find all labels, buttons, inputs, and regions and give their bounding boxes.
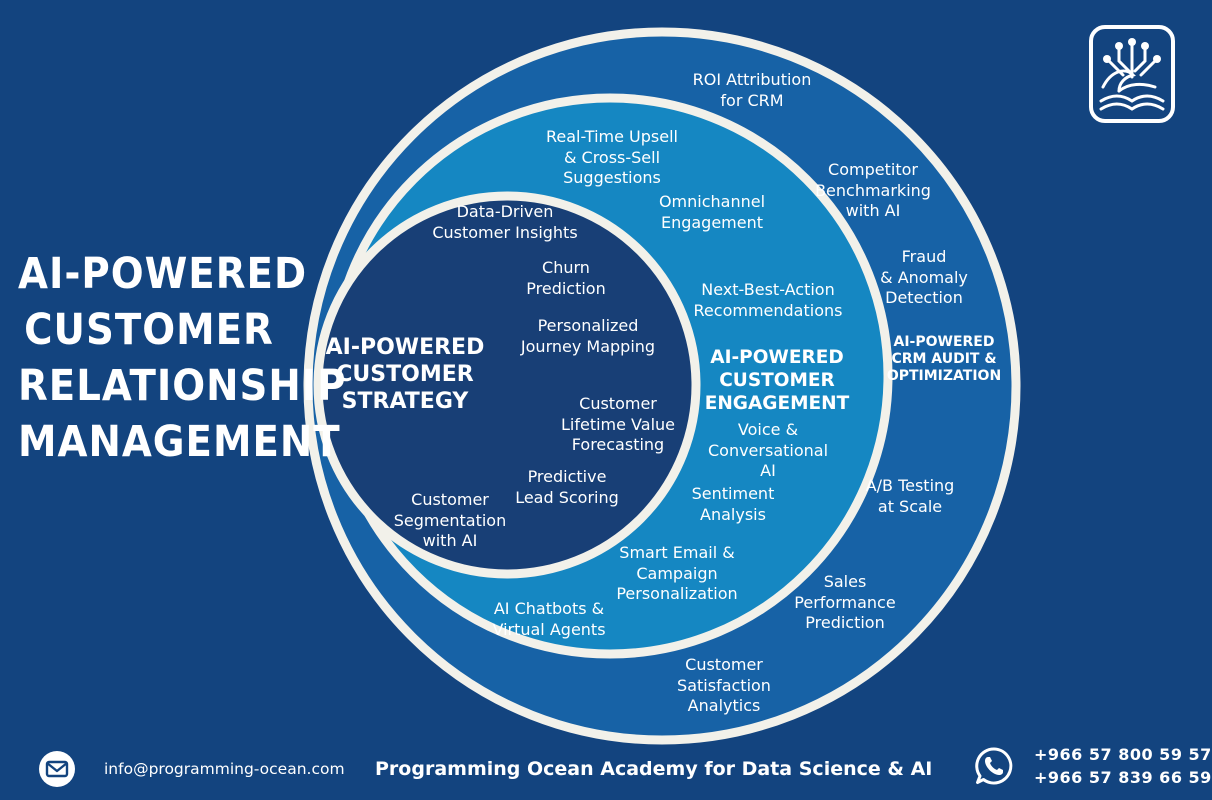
main-title: AI-POWERED CUSTOMER RELATIONSHIP MANAGEM… [18,246,347,470]
engagement-item-omnichannel: Omnichannel Engagement [658,192,766,232]
audit-item-competitor-benchmarking: Competitor Benchmarking with AI [815,160,931,220]
engagement-item-smart-email: Smart Email & Campaign Personalization [616,543,738,603]
strategy-item-churn-prediction: Churn Prediction [526,258,606,298]
strategy-item-data-driven-insights: Data-Driven Customer Insights [432,202,578,242]
title-line: RELATIONSHIP [18,361,347,411]
strategy-item-clv-forecasting: Customer Lifetime Value Forecasting [560,394,675,454]
phone-number-1[interactable]: +966 57 800 59 57 [1034,745,1212,764]
strategy-item-segmentation: Customer Segmentation with AI [393,490,507,550]
audit-item-ab-testing: A/B Testing at Scale [865,476,955,516]
audit-item-fraud-detection: Fraud & Anomaly Detection [880,247,968,307]
title-line: AI-POWERED [18,249,308,299]
academy-name: Programming Ocean Academy for Data Scien… [375,758,933,780]
contact-email[interactable]: info@programming-ocean.com [104,760,345,778]
strategy-heading: AI-POWERED CUSTOMER STRATEGY [325,335,485,414]
envelope-icon [39,751,75,787]
audit-item-satisfaction-analytics: Customer Satisfaction Analytics [677,655,771,715]
strategy-item-lead-scoring: Predictive Lead Scoring [515,467,619,507]
engagement-item-voice-ai: Voice & Conversational AI [707,420,829,480]
title-line: CUSTOMER [24,305,274,355]
title-line: MANAGEMENT [18,417,341,467]
ocean-book-circuit-logo [1089,25,1175,123]
engagement-item-chatbots: AI Chatbots & Virtual Agents [492,599,606,639]
audit-heading: AI-POWERED CRM AUDIT & OPTIMIZATION [886,334,1002,384]
whatsapp-phone-icon [975,747,1013,785]
strategy-item-journey-mapping: Personalized Journey Mapping [520,316,656,356]
engagement-item-upsell: Real-Time Upsell & Cross-Sell Suggestion… [546,127,678,187]
inner-circle [313,191,701,579]
audit-item-roi-attribution: ROI Attribution for CRM [692,70,812,110]
engagement-item-sentiment: Sentiment Analysis [691,484,775,524]
phone-number-2[interactable]: +966 57 839 66 59 [1034,768,1212,787]
audit-item-sales-prediction: Sales Performance Prediction [794,572,896,632]
engagement-heading: AI-POWERED CUSTOMER ENGAGEMENT [704,347,850,414]
engagement-item-next-best-action: Next-Best-Action Recommendations [693,280,843,320]
